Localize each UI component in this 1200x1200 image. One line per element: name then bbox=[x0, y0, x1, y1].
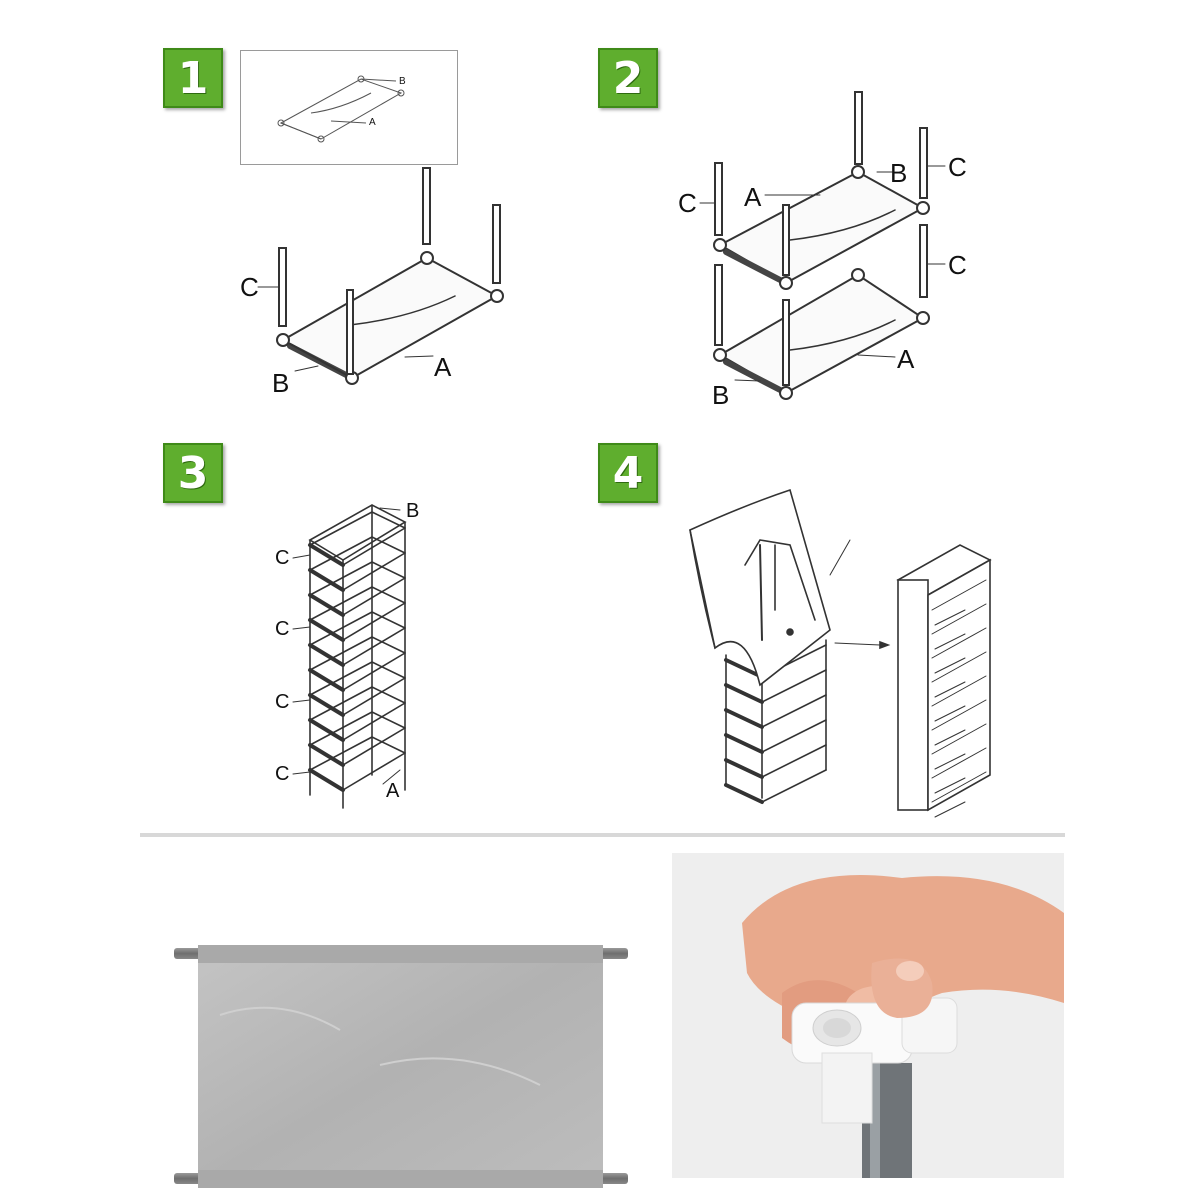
step-1-label-b: B bbox=[272, 368, 290, 398]
step-1-badge: 1 bbox=[163, 48, 223, 108]
step-number: 4 bbox=[612, 447, 644, 499]
step-3-label-a: A bbox=[386, 780, 400, 802]
step-2-label-c-right-top: C bbox=[948, 152, 967, 182]
step-2-label-a-bottom: A bbox=[897, 344, 915, 374]
step-2-label-a-top: A bbox=[744, 182, 762, 212]
step-number: 2 bbox=[612, 52, 644, 104]
connector-hand-photo bbox=[672, 853, 1064, 1178]
step-1-shelf-drawing bbox=[257, 167, 504, 385]
step-3-label-c-2: C bbox=[275, 618, 290, 640]
section-divider bbox=[140, 833, 1065, 837]
step-1-inset: B A bbox=[240, 50, 458, 165]
step-number: 3 bbox=[177, 447, 209, 499]
step-3-label-c-1: C bbox=[275, 547, 290, 569]
step-2-label-b-top: B bbox=[890, 158, 908, 188]
step-3-tower-drawing bbox=[292, 504, 407, 809]
inset-shelf-drawing bbox=[277, 75, 405, 143]
fabric-shelf-panel-photo bbox=[160, 895, 640, 1200]
step-2-label-b-bottom: B bbox=[712, 380, 730, 410]
inset-label-a: A bbox=[369, 117, 376, 128]
step-1-label-a: A bbox=[434, 352, 452, 382]
step-2-badge: 2 bbox=[598, 48, 658, 108]
step-1-label-c: C bbox=[240, 272, 259, 302]
step-3-label-c-3: C bbox=[275, 691, 290, 713]
step-2-label-c-left: C bbox=[678, 188, 697, 218]
step-2-shelf-drawing bbox=[699, 91, 946, 400]
assembly-drawings bbox=[257, 91, 992, 818]
step-number: 1 bbox=[177, 52, 209, 104]
step-3-badge: 3 bbox=[163, 443, 223, 503]
step-2-label-c-right: C bbox=[948, 250, 967, 280]
step-4-badge: 4 bbox=[598, 443, 658, 503]
step-4-cover-drawing bbox=[689, 488, 992, 818]
step-3-label-c-4: C bbox=[275, 763, 290, 785]
step-3-label-b: B bbox=[406, 500, 420, 522]
inset-label-b: B bbox=[399, 76, 406, 87]
